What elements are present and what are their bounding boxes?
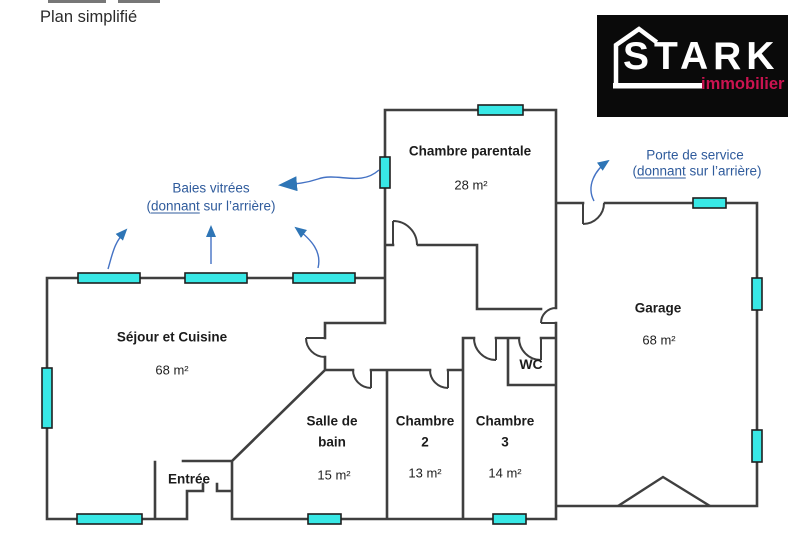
room-label-wc: WC <box>519 356 543 372</box>
room-label-chambre-2-2: 2 <box>421 434 429 450</box>
door-porte-de-service <box>582 202 605 225</box>
room-area-chambre-3: 14 m² <box>488 465 522 481</box>
door-sejour-couloir <box>305 337 326 358</box>
window <box>41 367 53 429</box>
page-title: Plan simplifié <box>40 8 138 26</box>
house-icon <box>613 26 702 89</box>
room-label-salle-de-bain-1: Salle de <box>306 413 358 429</box>
arrow-baie-chambre <box>278 169 380 192</box>
room-area-chambre-2: 13 m² <box>408 465 442 481</box>
window <box>184 272 248 284</box>
window <box>492 513 527 525</box>
window <box>77 272 141 284</box>
room-label-salle-de-bain-2: bain <box>318 434 346 450</box>
annotation-baies-vitrees-title: Baies vitrées <box>172 180 250 196</box>
window <box>292 272 356 284</box>
room-label-chambre-3-2: 3 <box>501 434 509 450</box>
logo-tagline-text: immobilier <box>701 75 785 93</box>
annotation-porte-service-sub: (donnant sur l’arrière) <box>632 164 761 179</box>
door-couloir-garage <box>540 307 557 324</box>
annotation-arrows <box>107 159 610 270</box>
windows <box>41 104 763 525</box>
annotation-text: sur l’arrière) <box>685 163 762 179</box>
window <box>76 513 143 525</box>
annotation-text-underlined: donnant <box>636 163 686 179</box>
door-chambre-parentale <box>392 220 418 246</box>
annotation-text: sur l’arrière) <box>199 198 276 214</box>
garage-door-symbol <box>617 475 711 508</box>
window <box>751 277 763 311</box>
annotation-text: ( <box>146 198 151 214</box>
room-label-garage: Garage <box>634 300 682 316</box>
walls <box>45 108 759 521</box>
annotation-text: ( <box>632 163 637 179</box>
window <box>692 197 727 209</box>
annotation-text-underlined: donnant <box>150 198 200 214</box>
annotation-porte-service-title: Porte de service <box>646 147 744 163</box>
room-label-chambre-parentale: Chambre parentale <box>408 143 532 159</box>
room-label-entree: Entrée <box>167 471 211 487</box>
annotation-baies-vitrees-sub: (donnant sur l’arrière) <box>146 199 275 214</box>
room-area-garage: 68 m² <box>642 332 676 348</box>
window <box>307 513 342 525</box>
room-area-chambre-parentale: 28 m² <box>454 177 488 193</box>
window <box>379 156 391 189</box>
arrow-baie-right <box>294 226 320 269</box>
arrow-baie-left <box>107 228 128 270</box>
door-chambre-3 <box>473 337 497 361</box>
window <box>751 429 763 463</box>
door-wc <box>518 337 542 361</box>
doors <box>305 202 605 389</box>
arrow-porte-service <box>590 159 610 202</box>
window <box>477 104 524 116</box>
room-label-chambre-2-1: Chambre <box>395 413 455 429</box>
logo-brand-text: STARK <box>623 35 780 78</box>
scan-artifact <box>48 0 160 3</box>
room-label-chambre-3-1: Chambre <box>475 413 535 429</box>
room-area-salle-de-bain: 15 m² <box>317 467 351 483</box>
room-label-sejour: Séjour et Cuisine <box>116 329 228 345</box>
door-chambre-2 <box>429 369 449 389</box>
door-salle-de-bain <box>352 369 372 389</box>
stark-immobilier-logo: STARK immobilier <box>597 15 788 117</box>
room-area-sejour: 68 m² <box>155 362 189 378</box>
